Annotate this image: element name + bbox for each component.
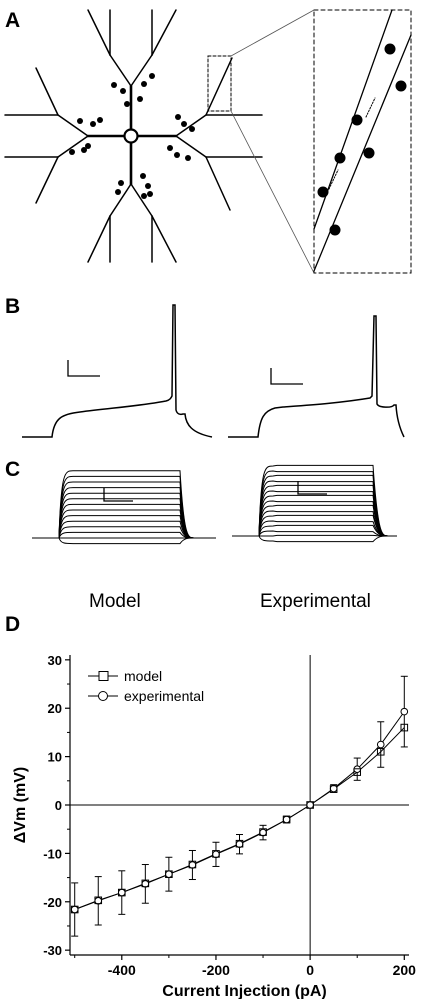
y-tick-label: 10 <box>48 750 62 765</box>
voltage-trace <box>232 534 397 537</box>
data-point-experimental <box>235 840 244 848</box>
neuron-morphology-diagram <box>4 9 412 274</box>
series-line-experimental <box>74 711 405 910</box>
voltage-trace <box>232 535 397 543</box>
voltage-trace <box>232 490 397 537</box>
data-point-model <box>376 747 385 756</box>
data-point-experimental <box>306 801 314 809</box>
data-point-model <box>400 723 409 732</box>
voltage-trace <box>232 530 397 537</box>
panel-label-a: A <box>5 9 21 32</box>
voltage-trace <box>232 500 397 537</box>
zoom-spine-neck-2 <box>328 169 339 190</box>
x-tick-label: -400 <box>108 962 136 978</box>
zoom-synapse-dots <box>317 43 407 236</box>
data-point-model <box>212 850 220 858</box>
data-point-model <box>117 888 126 897</box>
x-tick-label: 0 <box>306 962 314 978</box>
zoom-selection-box <box>207 55 232 112</box>
panel-label-d: D <box>5 613 21 636</box>
secondary-dendrites <box>57 54 207 217</box>
data-point-model <box>259 828 267 836</box>
caption-model: Model <box>89 591 141 612</box>
data-point-model <box>70 905 79 914</box>
voltage-trace <box>232 510 397 537</box>
legend-label-model: model <box>124 668 162 684</box>
x-tick-label: -200 <box>202 962 230 978</box>
scale-bar-c-experimental <box>297 481 327 495</box>
data-point-experimental <box>400 707 409 716</box>
data-point-experimental <box>117 888 126 897</box>
x-tick-label: 200 <box>393 962 417 978</box>
soma <box>123 128 139 144</box>
data-point-model <box>141 879 150 888</box>
y-tick-label: 30 <box>48 653 62 668</box>
y-tick-label: 20 <box>48 701 62 716</box>
legend-marker-experimental <box>98 691 108 701</box>
trace-family-experimental <box>232 464 397 543</box>
zoom-spine-neck-1 <box>365 97 376 118</box>
panel-label-c: C <box>5 458 21 481</box>
data-point-model <box>94 896 103 905</box>
data-point-experimental <box>376 740 385 749</box>
synapse-dots <box>69 73 195 199</box>
data-point-model <box>353 768 362 776</box>
caption-experimental: Experimental <box>260 591 371 612</box>
data-point-model <box>306 801 314 809</box>
y-tick-label: -10 <box>43 846 62 861</box>
voltage-trace <box>232 520 397 537</box>
data-point-experimental <box>70 905 79 914</box>
distal-dendrites <box>4 9 263 263</box>
zoom-connector-bottom <box>230 110 315 274</box>
scale-bar-c-model <box>103 488 133 502</box>
panel-label-b: B <box>5 295 21 318</box>
data-point-model <box>282 815 291 824</box>
zoom-connector-top <box>230 9 315 57</box>
voltage-trace <box>232 484 397 537</box>
spike-traces <box>22 304 405 438</box>
trace-family-model <box>32 470 216 545</box>
data-point-experimental <box>329 784 338 793</box>
data-point-experimental <box>212 850 220 859</box>
data-point-experimental <box>188 861 197 869</box>
spike-trace-experimental <box>228 315 405 438</box>
data-point-model <box>235 839 244 848</box>
y-tick-label: 0 <box>55 798 62 813</box>
legend-marker-model <box>98 671 109 681</box>
data-point-model <box>188 860 197 869</box>
data-point-experimental <box>141 880 150 888</box>
voltage-trace-families <box>32 464 397 545</box>
voltage-trace <box>32 470 216 539</box>
data-point-experimental <box>282 815 291 824</box>
y-axis-label: ΔVm (mV) <box>12 767 29 843</box>
voltage-trace <box>232 480 397 537</box>
spike-trace-model <box>22 304 213 438</box>
zoom-inset-box <box>313 9 412 274</box>
y-tick-label: -30 <box>43 943 62 958</box>
data-point-model <box>165 870 173 878</box>
voltage-trace <box>32 537 216 545</box>
scale-bar-b-model <box>67 360 100 377</box>
scale-bar-b-experimental <box>270 368 303 385</box>
data-point-experimental <box>259 828 267 837</box>
data-point-model <box>329 785 338 793</box>
data-point-experimental <box>94 897 103 905</box>
y-tick-label: -20 <box>43 895 62 910</box>
voltage-trace <box>232 464 397 537</box>
zoom-dendrite-edge-right <box>313 34 412 272</box>
voltage-trace <box>232 524 397 537</box>
x-axis-label: Current Injection (pA) <box>162 983 326 999</box>
voltage-trace <box>232 470 397 537</box>
data-point-experimental <box>165 870 173 878</box>
legend-label-experimental: experimental <box>124 688 204 704</box>
series-line-model <box>74 727 405 910</box>
